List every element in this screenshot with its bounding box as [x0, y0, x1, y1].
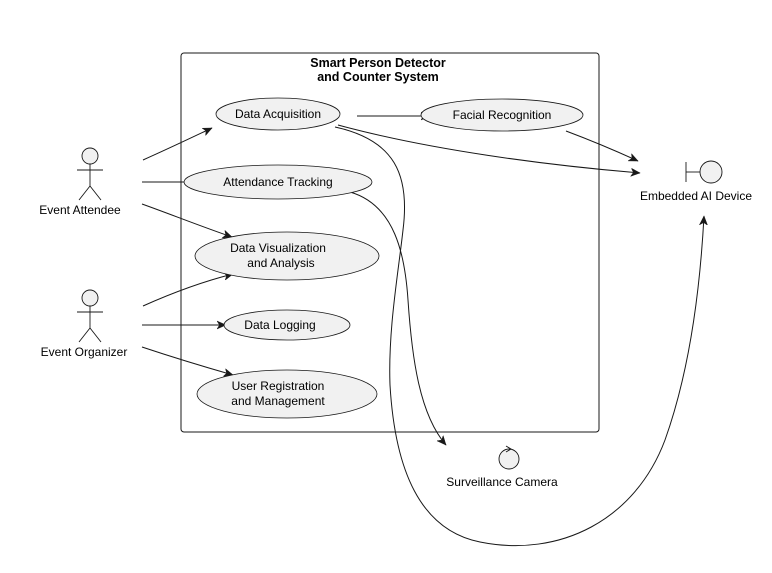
use-case-label: Data Logging: [244, 318, 315, 332]
use-case-label-line-1: Data Visualization: [230, 241, 326, 255]
use-case-label-line-2: and Management: [231, 394, 325, 408]
actor-event-attendee[interactable]: Event Attendee: [39, 147, 121, 217]
edge-data-acquisition-embedded-ai: [337, 124, 640, 173]
actor-event-organizer[interactable]: Event Organizer: [41, 289, 128, 359]
system-title-line-1: Smart Person Detector: [310, 56, 446, 70]
edge-attendance-tracking-surveillance-camera: [349, 191, 446, 445]
actor-label: Surveillance Camera: [446, 475, 558, 489]
relations: [141, 116, 704, 546]
stick-figure-icon: [77, 289, 103, 343]
use-case-attendance-tracking[interactable]: Attendance Tracking: [183, 164, 373, 200]
use-case-label: Attendance Tracking: [223, 175, 332, 189]
use-case-label: Data Acquisition: [235, 107, 321, 121]
edge-attendee-data-acquisition: [142, 127, 212, 161]
actor-label: Event Organizer: [41, 345, 128, 359]
actor-label: Event Attendee: [39, 203, 121, 217]
use-case-label: Facial Recognition: [453, 108, 552, 122]
edge-attendee-data-visualization: [141, 203, 232, 237]
use-case-label-line-1: User Registration: [232, 379, 325, 393]
use-case-data-logging[interactable]: Data Logging: [223, 309, 351, 341]
actor-label: Embedded AI Device: [640, 189, 752, 203]
use-case-facial-recognition[interactable]: Facial Recognition: [420, 98, 584, 132]
actor-embedded-ai-device[interactable]: Embedded AI Device: [640, 160, 752, 203]
actor-surveillance-camera[interactable]: Surveillance Camera: [446, 445, 558, 489]
edge-organizer-user-registration: [141, 346, 233, 375]
edge-facial-recognition-embedded-ai: [565, 130, 638, 162]
edge-data-acquisition-embedded-ai-curve: [334, 126, 704, 546]
system-title-line-2: and Counter System: [317, 70, 439, 84]
use-case-user-registration[interactable]: User Registration and Management: [196, 369, 378, 419]
stick-figure-icon: [77, 147, 103, 201]
control-icon: [498, 445, 520, 470]
use-case-label-line-2: and Analysis: [247, 256, 314, 270]
boundary-icon: [685, 160, 723, 184]
use-case-data-visualization[interactable]: Data Visualization and Analysis: [194, 231, 380, 281]
edge-organizer-data-visualization: [142, 274, 233, 307]
use-case-data-acquisition[interactable]: Data Acquisition: [215, 97, 341, 131]
